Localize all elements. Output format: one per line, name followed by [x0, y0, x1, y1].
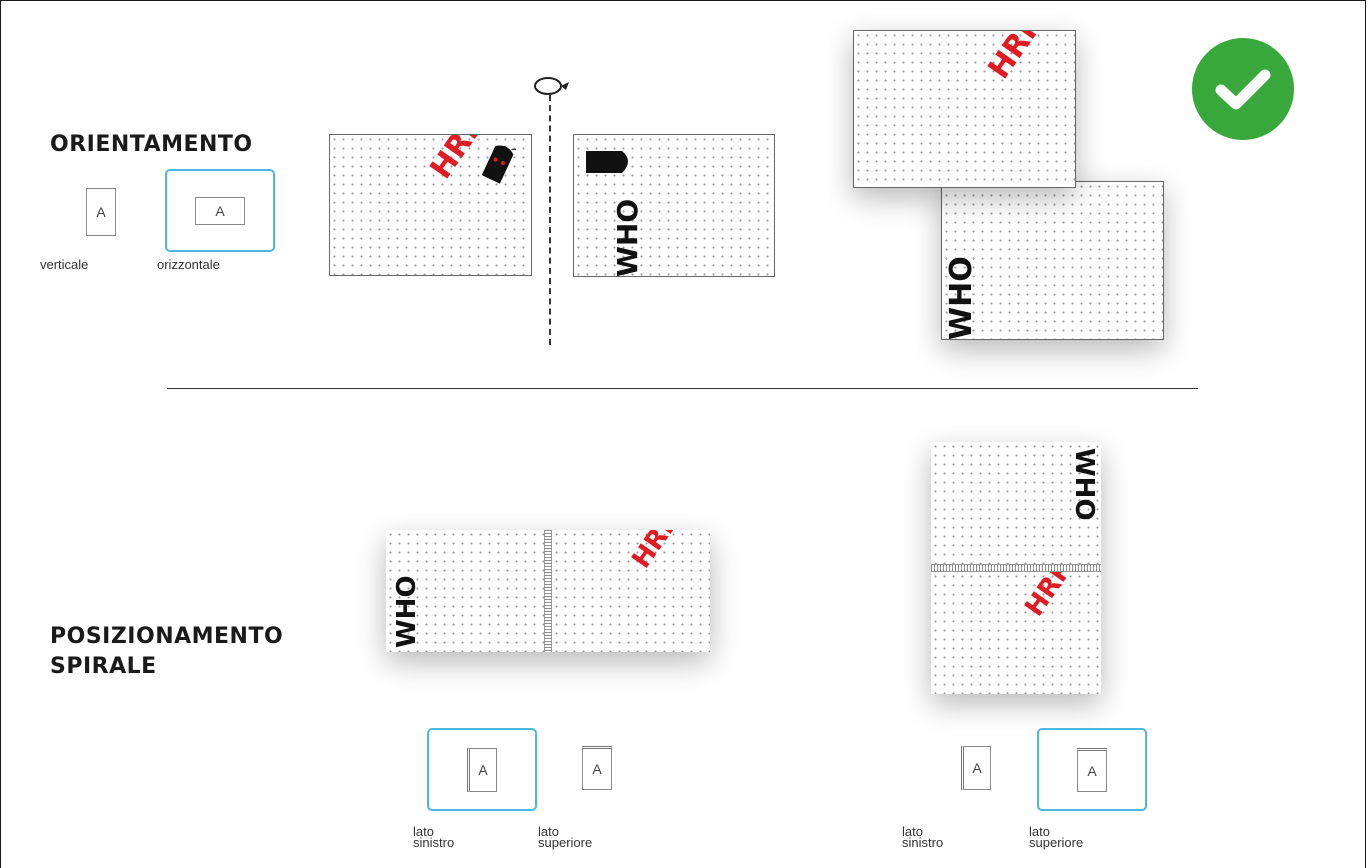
spiral-top-label: lato superiore — [538, 826, 592, 848]
rotation-axis — [549, 95, 551, 345]
spread-top-back-text: WHO — [1071, 448, 1097, 521]
creature-icon — [582, 143, 638, 179]
spiral-top-page-icon[interactable]: A — [582, 746, 612, 790]
option-vertical-label: verticale — [40, 259, 88, 270]
result-back-page: WHO — [941, 181, 1164, 340]
back-artwork-text: WHO — [614, 199, 642, 277]
result-front-text: HRRR — [984, 30, 1063, 84]
orientation-title: ORIENTAMENTO — [50, 130, 253, 160]
spiral-left-page-icon: A — [467, 748, 497, 792]
spread-left-front-text: HRRR — [628, 530, 696, 573]
spread-top-front-page: HRRR — [931, 572, 1101, 694]
spread-left-back-page: WHO — [386, 530, 544, 652]
spiral-binding — [931, 564, 1101, 572]
checkmark-icon — [1192, 38, 1294, 140]
rotate-icon — [528, 70, 576, 104]
spiral-top-option-selected[interactable]: A — [1037, 728, 1147, 811]
spread-top-front-text: HRRR — [1021, 572, 1089, 621]
portrait-page-icon[interactable]: A — [86, 188, 116, 236]
spread-left-binding: WHO HRRR — [386, 530, 710, 652]
spread-left-front-page: HRRR — [552, 530, 710, 652]
spiral-left-page-icon[interactable]: A — [961, 746, 991, 790]
section-divider — [167, 388, 1198, 389]
spiral-left-label: lato sinistro — [413, 826, 454, 848]
spiral-left-option-selected[interactable]: A — [427, 728, 537, 811]
landscape-page-icon: A — [195, 197, 245, 225]
spread-left-back-text: WHO — [394, 575, 420, 648]
front-page-preview: HRRR — [329, 134, 532, 276]
option-horizontal-label: orizzontale — [157, 259, 220, 270]
spiral-title: POSIZIONAMENTO SPIRALE — [50, 622, 283, 682]
result-front-page: HRRR — [853, 30, 1076, 188]
spread-top-binding: WHO HRRR — [931, 442, 1101, 694]
creature-icon — [480, 141, 516, 187]
option-horizontal-selected[interactable]: A — [165, 169, 275, 252]
spiral-top-label: lato superiore — [1029, 826, 1083, 848]
spread-top-back-page: WHO — [931, 442, 1101, 564]
result-back-text: WHO — [947, 256, 977, 340]
back-page-preview: WHO — [573, 134, 775, 277]
spiral-left-label: lato sinistro — [902, 826, 943, 848]
spiral-top-page-icon: A — [1077, 748, 1107, 792]
spiral-binding — [544, 530, 552, 652]
